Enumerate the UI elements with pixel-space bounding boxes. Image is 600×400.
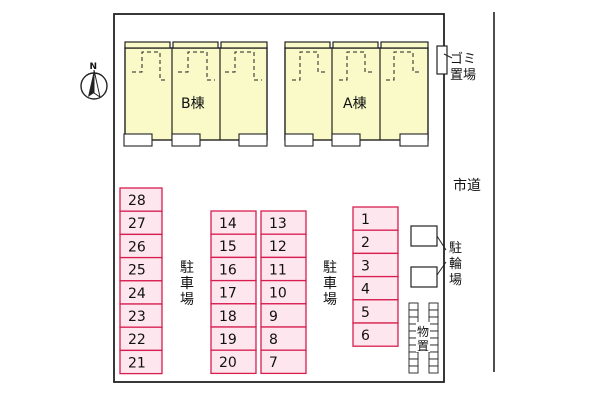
parking-stall: 23: [119, 303, 163, 328]
parking-stall: 28: [119, 187, 163, 212]
parking-stall-number: 28: [128, 193, 146, 209]
parking-stall-number: 6: [361, 328, 370, 344]
parking-stall: 4: [352, 275, 399, 301]
parking-label-left: 駐 車 場: [180, 260, 194, 308]
parking-stall: 3: [352, 252, 399, 278]
parking-stall: 6: [352, 322, 399, 347]
parking-stall-number: 13: [269, 216, 287, 232]
parking-stall: 24: [119, 280, 163, 305]
rack-slot: [428, 316, 439, 325]
parking-stall: 27: [119, 210, 163, 236]
parking-stall: 5: [352, 299, 399, 324]
parking-stall-number: 20: [219, 355, 237, 371]
parking-stall: 17: [210, 279, 257, 305]
storage-label-2: 置: [417, 339, 429, 353]
parking-stall: 16: [210, 256, 257, 282]
parking-label-right: 駐 車 場: [323, 260, 337, 308]
bike-parking-label-3: 場: [449, 273, 462, 288]
parking-stall-number: 16: [219, 262, 237, 278]
parking-stall: 13: [260, 210, 307, 235]
building-a: A棟: [284, 41, 429, 147]
parking-stall: 10: [260, 279, 307, 305]
parking-stall-number: 17: [219, 286, 237, 302]
parking-stall: 1: [352, 206, 399, 231]
svg-text:N: N: [90, 62, 98, 72]
parking-stall-number: 2: [361, 235, 370, 251]
parking-stall: 11: [260, 256, 307, 282]
parking-stall-number: 25: [128, 263, 146, 279]
rack-slot: [428, 337, 439, 346]
storage-rack: [408, 302, 439, 374]
bike-parking-label-2: 輪: [449, 256, 462, 272]
storage-label-1: 物: [417, 325, 429, 339]
parking-stall-number: 21: [128, 355, 146, 371]
parking-stall-number: 10: [269, 286, 287, 302]
svg-text:場: 場: [180, 292, 194, 308]
garbage-label-line2: 置場: [450, 68, 476, 83]
parking-stall-number: 1: [361, 212, 370, 228]
svg-text:駐: 駐: [180, 260, 194, 276]
parking-stall: 7: [260, 349, 307, 375]
parking-stall-number: 12: [269, 239, 287, 255]
building-b-label: B棟: [181, 96, 205, 112]
parking-stall-number: 18: [219, 309, 237, 325]
rack-slot: [408, 365, 419, 374]
bicycle-parking: 駐 輪 場: [410, 225, 462, 288]
parking-stall: 2: [352, 229, 399, 255]
svg-text:場: 場: [323, 292, 337, 308]
parking-stall: 9: [260, 303, 307, 328]
parking-stall-number: 19: [219, 332, 237, 348]
parking-stall-number: 14: [219, 216, 237, 232]
parking-stall: 14: [210, 210, 257, 235]
parking-stall: 19: [210, 326, 257, 351]
rack-slot: [408, 309, 419, 318]
rack-slot: [428, 358, 439, 367]
parking-stall-number: 27: [128, 216, 146, 232]
parking-stall-number: 22: [128, 332, 146, 348]
parking-stall-number: 7: [269, 355, 278, 371]
garbage-area: ゴミ 置場: [436, 45, 476, 83]
parking-stall-number: 5: [361, 305, 370, 321]
parking-stall-number: 26: [128, 239, 146, 255]
parking-stall: 26: [119, 233, 163, 259]
bike-parking-label-1: 駐: [449, 241, 462, 256]
svg-text:駐: 駐: [323, 260, 337, 276]
parking-stall-number: 3: [361, 258, 370, 274]
parking-stall-number: 24: [128, 286, 146, 302]
parking-stall: 18: [210, 303, 257, 328]
parking-stall: 21: [119, 349, 163, 375]
parking-stall-number: 15: [219, 239, 237, 255]
rack-slot: [428, 330, 439, 339]
parking-stalls: 2827262524232221141516171819201312111098…: [119, 187, 399, 375]
parking-stall-number: 11: [269, 262, 287, 278]
rack-slot: [428, 344, 439, 353]
parking-stall-number: 23: [128, 309, 146, 325]
rack-slot: [408, 351, 419, 360]
parking-stall: 20: [210, 349, 257, 375]
north-arrow-icon: N: [80, 62, 108, 100]
parking-stall-number: 4: [361, 282, 370, 298]
building-a-label: A棟: [343, 96, 367, 112]
parking-stall: 8: [260, 326, 307, 351]
parking-stall-number: 8: [269, 332, 278, 348]
rack-slot: [408, 358, 419, 367]
city-road-label: 市道: [453, 177, 481, 194]
svg-text:車: 車: [323, 275, 337, 292]
rack-slot: [428, 323, 439, 332]
rack-slot: [428, 365, 439, 374]
rack-slot: [408, 302, 419, 311]
svg-text:車: 車: [180, 275, 194, 292]
rack-slot: [428, 302, 439, 311]
rack-slot: [428, 309, 439, 318]
building-b: B棟: [123, 41, 268, 147]
rack-slot: [428, 351, 439, 360]
garbage-label-line1: ゴミ: [450, 51, 476, 67]
parking-stall-number: 9: [269, 309, 278, 325]
parking-stall: 22: [119, 326, 163, 352]
parking-stall: 15: [210, 233, 257, 259]
parking-stall: 25: [119, 256, 163, 282]
parking-stall: 12: [260, 233, 307, 259]
